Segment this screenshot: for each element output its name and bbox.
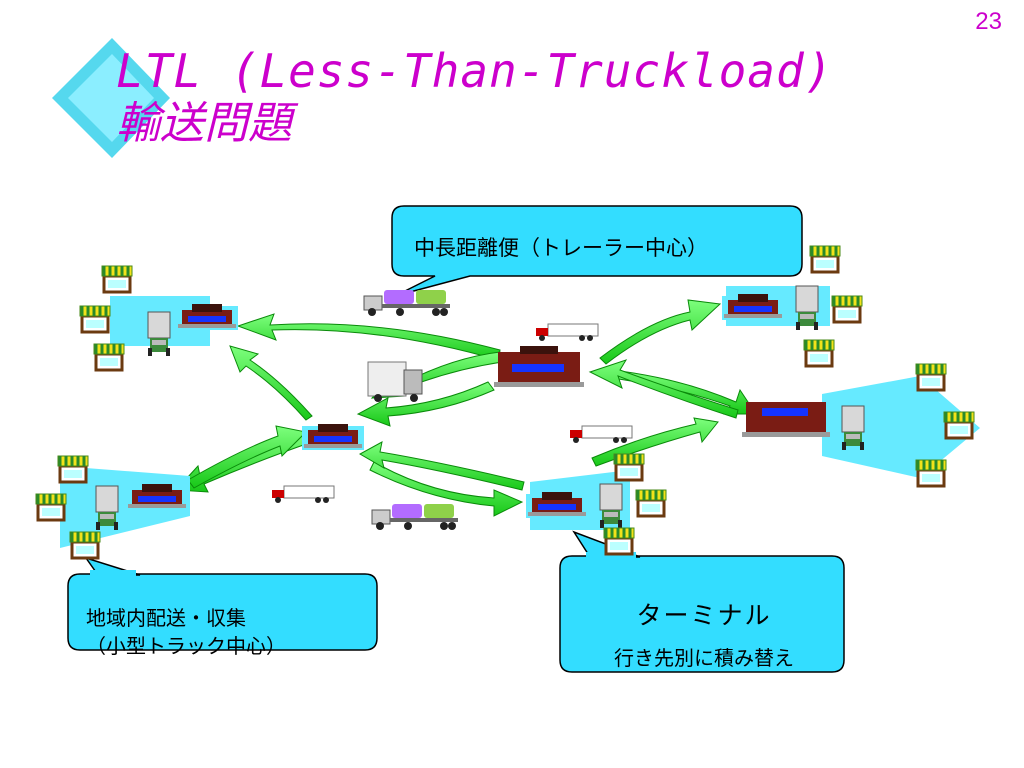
- terminal-west: [78, 264, 238, 372]
- network-arrows: [174, 299, 757, 517]
- long-haul-label: 中長距離便（トレーラー中心）: [414, 232, 708, 262]
- terminal-hub: [494, 346, 584, 387]
- arrow-hub-to-ne-terminal: [599, 299, 722, 365]
- arrow-east-to-hub: [588, 359, 739, 419]
- arrow-hub-to-west-terminal: [236, 313, 501, 361]
- slide-title: LTL (Less-Than-Truckload) 輸送問題: [116, 44, 833, 150]
- local-line-1: 地域内配送・収集: [86, 606, 246, 630]
- terminal-northeast: [722, 244, 864, 368]
- arrow-center-to-south: [369, 461, 524, 517]
- trailer-truck-1: [535, 323, 599, 342]
- callout-local: [67, 556, 378, 651]
- title-diamond: [52, 38, 170, 158]
- arrow-south-to-east: [591, 417, 719, 467]
- tanker-truck-top: [363, 289, 451, 317]
- callout-long-haul: [391, 205, 803, 297]
- terminal-subtitle: 行き先別に積み替え: [614, 646, 794, 670]
- local-delivery-label: 地域内配送・収集 （小型トラック中心）: [86, 604, 286, 660]
- arrow-sw-to-center: [187, 425, 308, 489]
- tanker-truck-bottom: [371, 503, 459, 531]
- terminal-title: ターミナル: [636, 601, 772, 630]
- local-line-2: （小型トラック中心）: [86, 634, 286, 658]
- trailer-truck-3: [271, 485, 335, 504]
- trailer-truck-2: [569, 425, 633, 444]
- box-trailer-center: [367, 361, 423, 402]
- title-line-1: LTL (Less-Than-Truckload): [116, 44, 834, 98]
- long-haul-text: 中長距離便（トレーラー中心）: [414, 236, 708, 260]
- arrow-south-to-center: [358, 441, 525, 491]
- page-number: 23: [975, 8, 1002, 35]
- title-line-2: 輸送問題: [116, 98, 292, 150]
- terminal-south: [526, 452, 668, 556]
- arrow-hub-to-center: [356, 381, 495, 427]
- terminal-label: ターミナル 行き先別に積み替え: [566, 596, 842, 671]
- arrow-center-to-west: [229, 345, 313, 421]
- terminal-east: [742, 362, 980, 488]
- terminal-center: [302, 424, 364, 450]
- terminal-southwest: [34, 454, 190, 560]
